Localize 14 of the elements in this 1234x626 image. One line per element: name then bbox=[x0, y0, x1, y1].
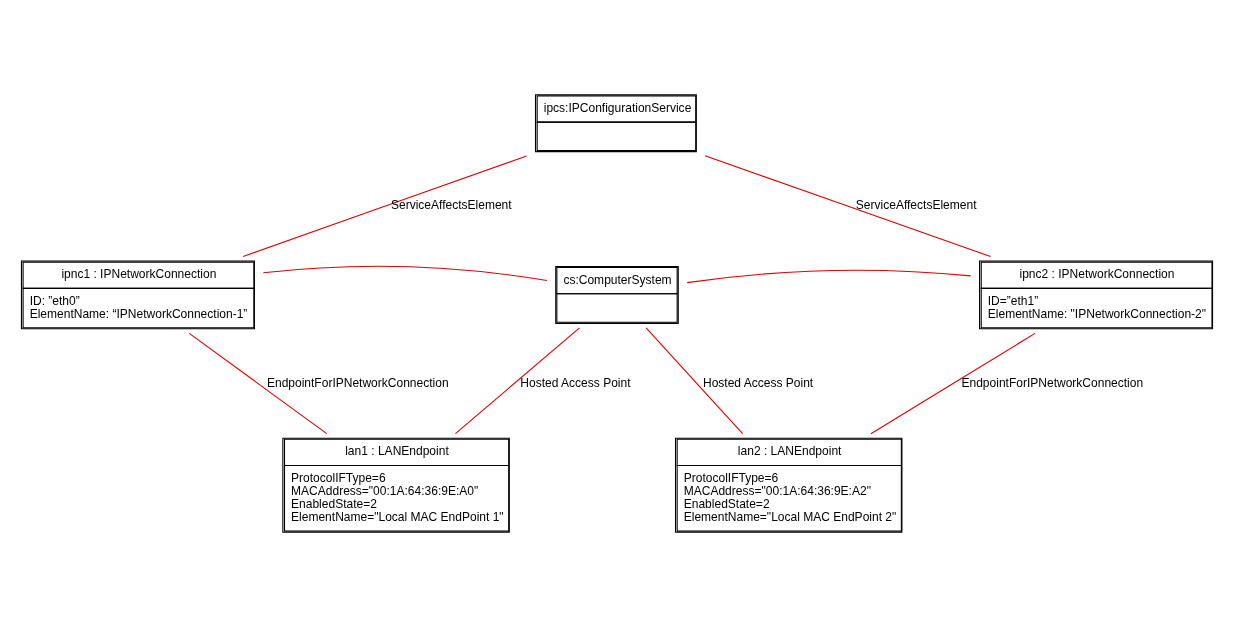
connector bbox=[870, 332, 1036, 434]
edge-label: ServiceAffectsElement bbox=[855, 197, 977, 212]
connector bbox=[262, 265, 548, 281]
edge-label: EndpointForIPNetworkConnection bbox=[961, 375, 1144, 390]
edge-label: Hosted Access Point bbox=[702, 375, 814, 390]
connector bbox=[242, 154, 528, 257]
connector bbox=[686, 269, 972, 283]
connector bbox=[188, 332, 328, 434]
connector bbox=[645, 326, 744, 434]
edge-label: EndpointForIPNetworkConnection bbox=[266, 375, 449, 390]
edge-label: Hosted Access Point bbox=[520, 375, 631, 390]
connector bbox=[704, 154, 992, 257]
edge-label: ServiceAffectsElement bbox=[390, 197, 512, 212]
connector bbox=[454, 326, 581, 434]
